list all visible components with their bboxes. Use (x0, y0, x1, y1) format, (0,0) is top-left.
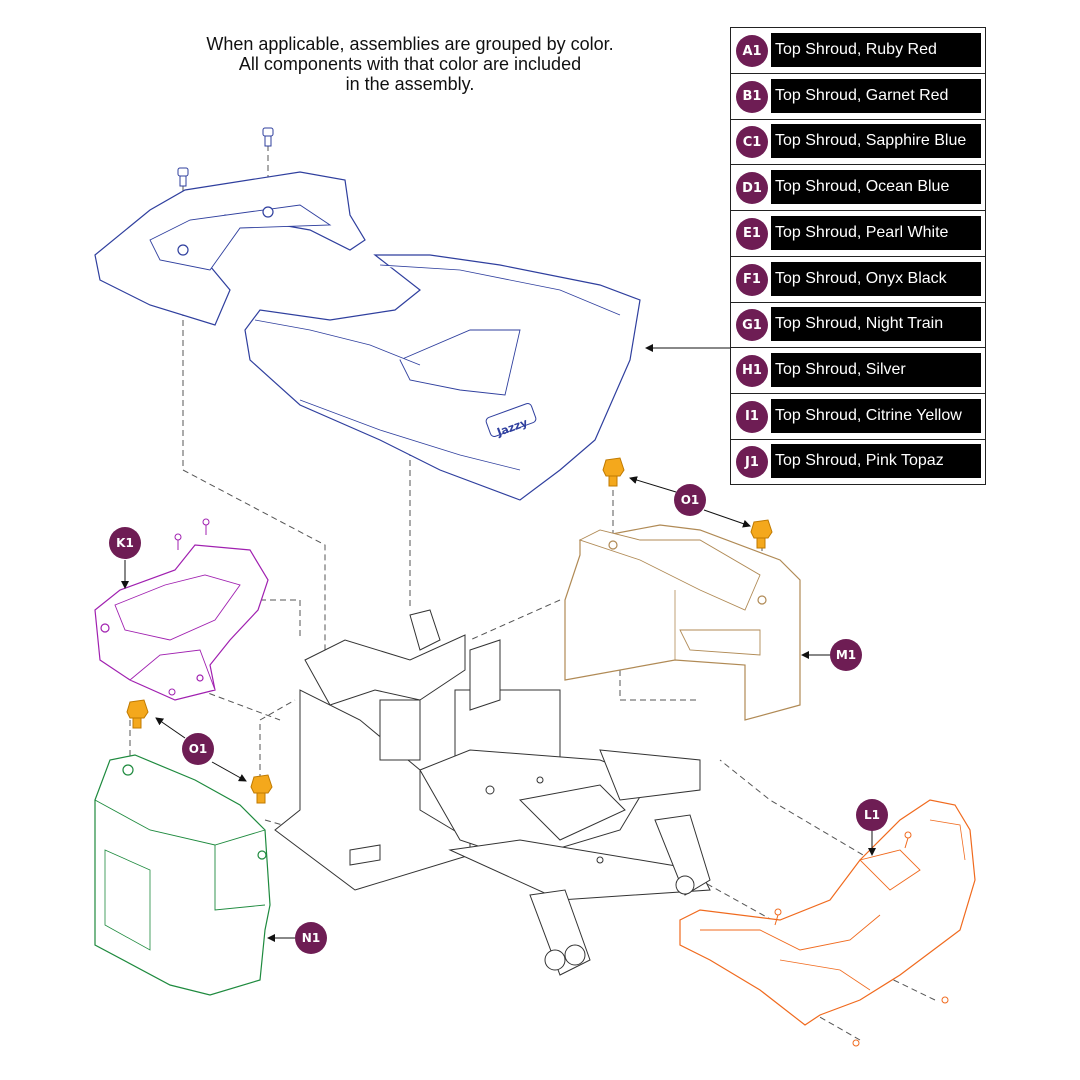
legend-badge: I1 (736, 400, 768, 433)
callout-pointer-lines (121, 560, 876, 942)
l1-screw (774, 831, 949, 1047)
legend-badge: C1 (736, 126, 768, 159)
legend-badge: G1 (736, 309, 768, 342)
top-shroud-screw (177, 127, 274, 187)
legend-badge: H1 (736, 354, 768, 387)
k1-screw (168, 518, 210, 696)
callout-n1-label: N1 (302, 931, 320, 945)
legend-label: Top Shroud, Ruby Red (771, 33, 981, 67)
legend-row-d1: D1 Top Shroud, Ocean Blue (731, 165, 985, 212)
legend-row-j1: J1 Top Shroud, Pink Topaz (731, 439, 985, 485)
callout-o1-left-label: O1 (189, 742, 208, 756)
top-shroud-part: Jazzy (94, 171, 641, 501)
callout-n1: N1 (295, 922, 327, 954)
legend-badge: E1 (736, 217, 768, 250)
legend-label: Top Shroud, Onyx Black (771, 261, 981, 296)
callout-o1-top: O1 (674, 484, 706, 516)
n1-shroud-part (94, 754, 271, 996)
legend-label: Top Shroud, Pearl White (771, 215, 981, 250)
legend-label: Top Shroud, Sapphire Blue (771, 124, 981, 159)
note-line-1: When applicable, assemblies are grouped … (206, 34, 614, 54)
legend-badge: A1 (736, 35, 768, 67)
callout-m1: M1 (830, 639, 862, 671)
top-shroud-color-legend: A1 Top Shroud, Ruby Red B1 Top Shroud, G… (730, 27, 986, 485)
callout-l1-label: L1 (864, 808, 880, 822)
o1-pointer-arrows (155, 476, 751, 782)
l1-shroud-part (679, 799, 976, 1026)
legend-label: Top Shroud, Silver (771, 352, 981, 387)
legend-row-e1: E1 Top Shroud, Pearl White (731, 211, 985, 257)
o1-knob (126, 457, 773, 804)
legend-row-c1: C1 Top Shroud, Sapphire Blue (731, 119, 985, 166)
legend-badge: B1 (736, 80, 768, 113)
k1-shroud-part (94, 544, 269, 701)
callout-o1-top-label: O1 (681, 493, 700, 507)
callout-k1: K1 (109, 527, 141, 559)
callout-l1: L1 (856, 799, 888, 831)
note-line-2: All components with that color are inclu… (238, 54, 582, 74)
callout-o1-left: O1 (182, 733, 214, 765)
legend-label: Top Shroud, Pink Topaz (771, 444, 981, 479)
callout-k1-label: K1 (116, 536, 134, 550)
legend-label: Top Shroud, Ocean Blue (771, 170, 981, 205)
legend-badge: F1 (736, 263, 768, 296)
note-line-3: in the assembly. (345, 74, 475, 94)
legend-badge: D1 (736, 172, 768, 205)
callout-m1-label: M1 (836, 648, 856, 662)
legend-row-i1: I1 Top Shroud, Citrine Yellow (731, 394, 985, 440)
legend-row-a1: A1 Top Shroud, Ruby Red (731, 28, 985, 74)
legend-row-b1: B1 Top Shroud, Garnet Red (731, 74, 985, 120)
frame-chassis (274, 609, 711, 976)
assembly-color-note: When applicable, assemblies are grouped … (150, 34, 670, 94)
legend-label: Top Shroud, Night Train (771, 307, 981, 342)
legend-row-g1: G1 Top Shroud, Night Train (731, 302, 985, 349)
legend-label: Top Shroud, Citrine Yellow (771, 398, 981, 433)
legend-row-h1: H1 Top Shroud, Silver (731, 348, 985, 394)
m1-shroud-part (564, 524, 801, 721)
legend-label: Top Shroud, Garnet Red (771, 78, 981, 113)
legend-row-f1: F1 Top Shroud, Onyx Black (731, 257, 985, 303)
legend-badge: J1 (736, 446, 768, 479)
